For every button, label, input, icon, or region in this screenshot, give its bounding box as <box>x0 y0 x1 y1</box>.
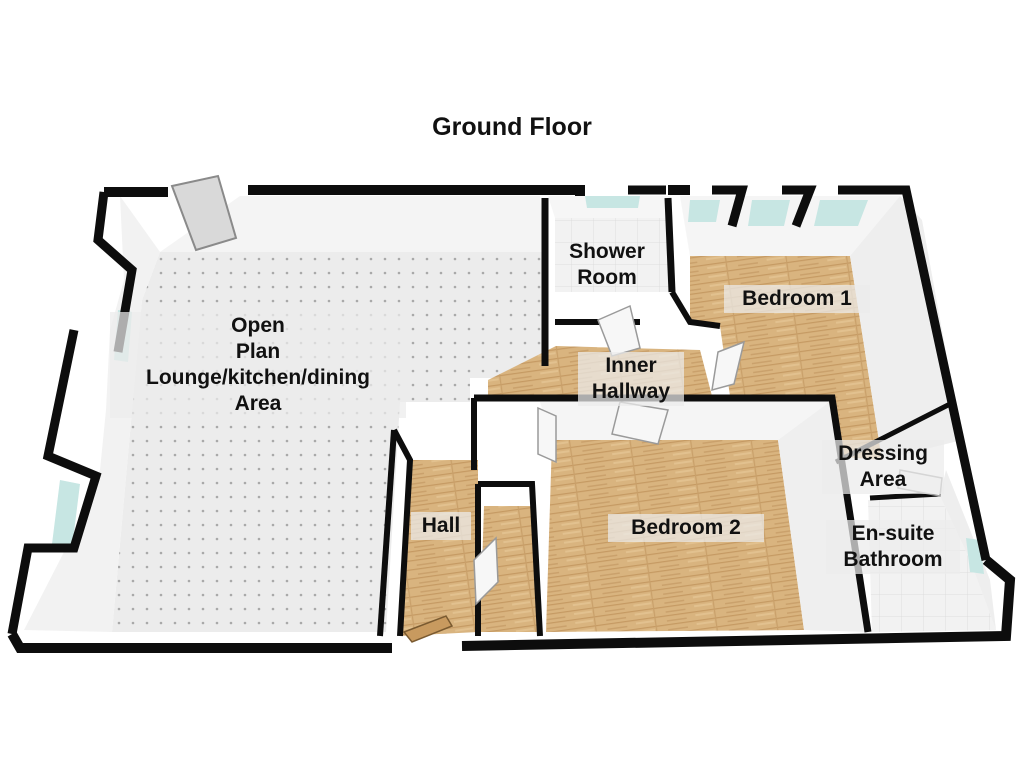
bedroom1-label: Bedroom 1 <box>724 285 870 313</box>
bedroom2-right-wall-face <box>778 400 868 632</box>
lounge-label-line2: Plan <box>235 340 281 363</box>
window-bedroom1-1 <box>688 200 720 222</box>
shower-room-label-line2: Room <box>577 266 637 289</box>
ensuite-label-line1: En-suite <box>851 522 935 545</box>
lounge-label-line3: Lounge/kitchen/dining <box>146 366 370 389</box>
lounge-back-wall-face <box>160 196 545 252</box>
window-shower <box>585 196 640 208</box>
page-title: Ground Floor <box>432 113 592 141</box>
hall-label: Hall <box>411 512 471 540</box>
window-bedroom1-3 <box>814 200 868 226</box>
shower-room-label: Shower Room <box>556 238 658 292</box>
ensuite-label-line2: Bathroom <box>843 548 943 571</box>
shower-door <box>597 304 641 357</box>
hall-label-text: Hall <box>421 514 461 537</box>
window-bedroom1-2 <box>748 200 790 226</box>
lounge-label: Open Plan Lounge/kitchen/dining Area <box>110 312 406 418</box>
dressing-area-label: Dressing Area <box>822 440 944 494</box>
inner-hallway-label-line1: Inner <box>605 354 657 377</box>
window-lounge-left-2 <box>52 480 80 548</box>
lounge-label-line4: Area <box>234 392 282 415</box>
store-floor <box>480 506 538 632</box>
lounge-label-line1: Open <box>231 314 285 337</box>
bedroom2-door <box>537 406 557 464</box>
bedroom1-label-text: Bedroom 1 <box>742 287 852 310</box>
outer-walls <box>7 185 1016 653</box>
bedroom1-door <box>711 340 746 392</box>
store-door <box>473 536 499 606</box>
hall-floor <box>400 460 478 636</box>
inner-hallway-label: Inner Hallway <box>578 352 684 406</box>
dressing-area-label-line1: Dressing <box>838 442 928 465</box>
shower-room-label-line1: Shower <box>569 240 645 263</box>
entrance-door <box>402 615 454 643</box>
lounge-rooflight <box>170 174 238 252</box>
bedroom2-label: Bedroom 2 <box>608 514 764 542</box>
bedroom1-right-wall-face <box>850 196 962 460</box>
inner-hallway-label-line2: Hallway <box>591 380 671 403</box>
dressing-area-label-line2: Area <box>859 468 907 491</box>
inner-hallway-door <box>611 401 669 445</box>
bedroom2-label-text: Bedroom 2 <box>631 516 741 539</box>
shower-room-floor <box>555 218 672 292</box>
ensuite-bathroom-label: En-suite Bathroom <box>826 520 960 574</box>
